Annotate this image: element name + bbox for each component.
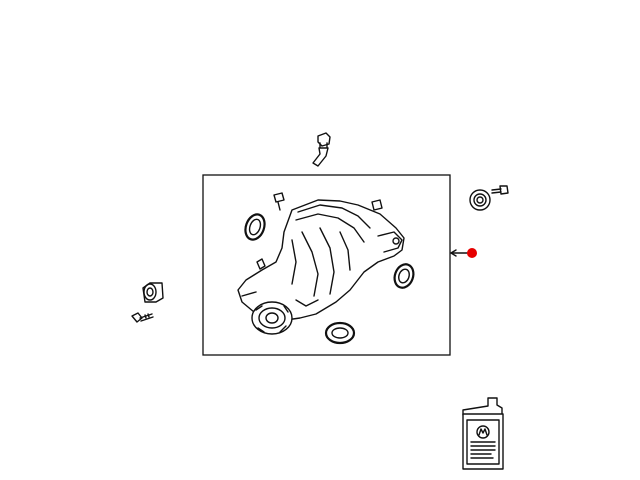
bushing-right[interactable] (469, 189, 491, 211)
callout-marker-dot[interactable] (467, 248, 477, 258)
bolt-right[interactable] (491, 185, 509, 195)
axle-seal-right[interactable] (391, 262, 416, 291)
vent-tube[interactable] (312, 132, 331, 167)
bushing-left[interactable] (142, 282, 164, 303)
rear-differential-assembly[interactable] (237, 192, 405, 335)
bolt-left[interactable] (131, 312, 154, 323)
callout-arrow (450, 248, 477, 258)
gear-oil-bottle[interactable] (462, 397, 504, 470)
assembly-group-box (202, 174, 451, 356)
pinion-seal[interactable] (324, 321, 356, 345)
brand-logo-icon (476, 425, 490, 439)
axle-seal-left[interactable] (242, 212, 268, 243)
